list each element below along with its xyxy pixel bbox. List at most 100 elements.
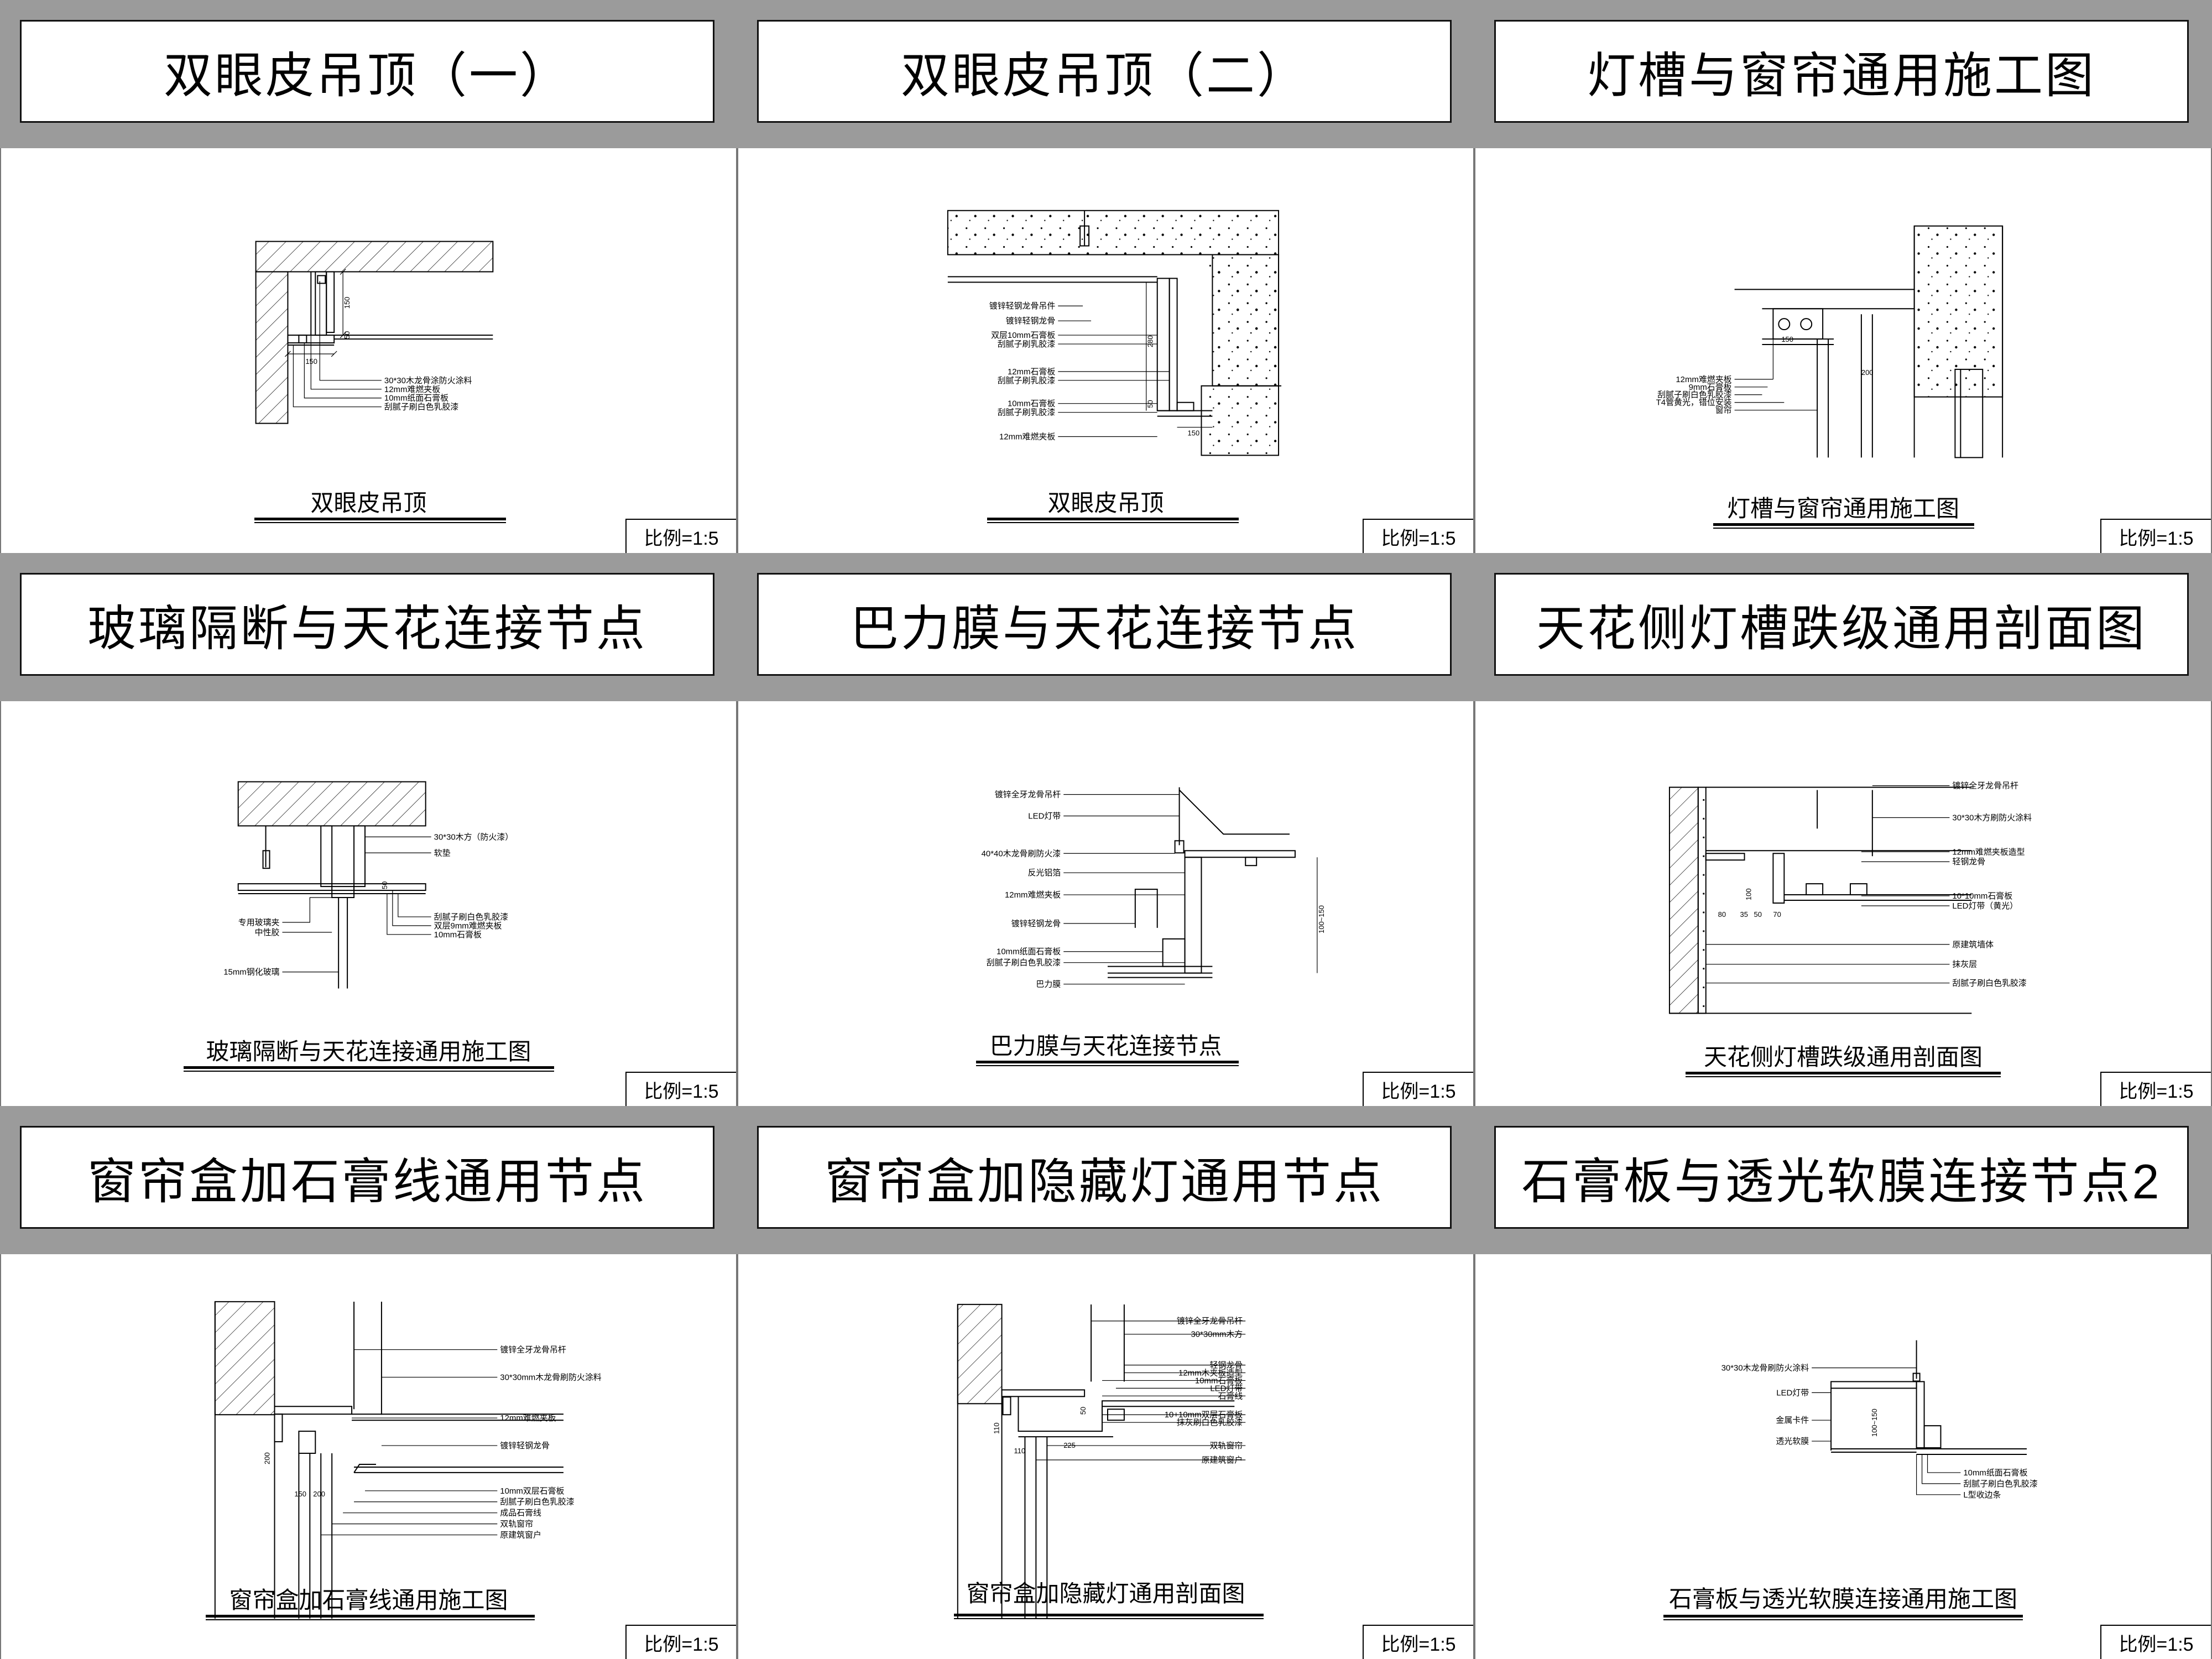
scale-label: 比例=1:5 (625, 1625, 736, 1659)
wall-column (1913, 225, 2004, 458)
note-label: 镀锌轻钢龙骨 (1006, 316, 1056, 326)
note-label: L型收边条 (1963, 1490, 2001, 1500)
ceiling-profile (287, 271, 493, 346)
panel-title: 窗帘盒加石膏线通用节点 (87, 1154, 647, 1209)
drawing-area: 110 110 225 50 镀锌全牙龙骨吊杆 (737, 1254, 1474, 1659)
note-label: 中性胶 (255, 928, 280, 937)
panel-3: 灯槽与窗帘通用施工图 (1474, 0, 2212, 553)
dim-label: 100 (1745, 888, 1753, 900)
panel-title: 灯槽与窗帘通用施工图 (1587, 48, 2096, 103)
note-label: 30*30木方刷防火涂料 (1952, 813, 2032, 822)
ceiling-profile (1107, 787, 1296, 978)
caption-underline (1663, 1619, 2023, 1620)
caption-underline (954, 1614, 1264, 1616)
note-label: LED灯带（黄光） (1952, 901, 2018, 911)
panel-4: 玻璃隔断与天花连接节点 50 (0, 553, 737, 1106)
section-drawing: 50 30*30木方（防火漆） 软垫 专用玻璃夹 中性胶 刮腻子刷白色乳胶漆 双… (223, 781, 513, 989)
ceiling-profile (237, 825, 426, 989)
panel-title-box: 玻璃隔断与天花连接节点 (20, 573, 714, 676)
panel-title: 双眼皮吊顶（一） (163, 48, 571, 103)
note-label: 10mm石膏板 (1195, 1375, 1243, 1385)
panel-9: 石膏板与透光软膜连接节点2 100~150 (1474, 1106, 2212, 1659)
dim-label: 200 (313, 1490, 325, 1498)
section-drawing: 100~150 30*30木龙骨刷防火涂料 LED灯带 金属卡件 透光软膜 10… (1721, 1340, 2038, 1500)
hanger-rod (947, 210, 1157, 283)
caption-underline (206, 1615, 535, 1618)
dim-label: 200 (1861, 368, 1874, 377)
dim-label: 100~150 (1870, 1408, 1879, 1437)
note-label: 12mm难燃夹板 (384, 384, 440, 394)
note-label: 石膏线 (1218, 1391, 1243, 1401)
note-label: 原建筑窗户 (500, 1530, 541, 1540)
wall-section (214, 1301, 275, 1619)
section-drawing: 110 110 225 50 镀锌全牙龙骨吊杆 (957, 1303, 1246, 1619)
note-label: 巴力膜 (1036, 980, 1061, 989)
note-label: 软垫 (434, 848, 451, 858)
dim-label: 150 (1188, 429, 1200, 437)
note-label: 10mm石膏板 (434, 930, 482, 940)
panel-title: 石膏板与透光软膜连接节点2 (1521, 1154, 2162, 1209)
note-label: 成品石膏线 (500, 1509, 541, 1518)
note-label: 12mm难燃夹板 (1005, 890, 1061, 900)
scale-label: 比例=1:5 (1363, 1072, 1473, 1106)
note-label: 镀锌轻钢龙骨 (500, 1441, 550, 1451)
wall-section (1668, 786, 1972, 1014)
note-label: 专用玻璃夹 (238, 918, 280, 927)
note-label: 12mm难燃夹板 (500, 1413, 556, 1423)
note-label: 刮腻子刷白色乳胶漆 (384, 403, 458, 412)
leader-lines (1063, 794, 1185, 985)
note-label: 抹灰刷白色乳胶漆 (1177, 1418, 1243, 1427)
note-label: 刮腻子刷白色乳胶漆 (500, 1498, 574, 1507)
note-label: LED灯带 (1210, 1384, 1243, 1393)
dim-label: 150 (294, 1490, 306, 1498)
caption-underline (976, 1061, 1239, 1063)
leader-lines (1058, 305, 1170, 437)
note-label: 12mm难燃夹板 (1676, 374, 1731, 384)
leader-lines (282, 836, 431, 973)
drawing-area: 100~150 30*30木龙骨刷防火涂料 LED灯带 金属卡件 透光软膜 10… (1474, 1254, 2212, 1659)
dim-label: 200 (263, 1452, 272, 1464)
note-label: 刮腻子刷乳胶漆 (998, 408, 1056, 418)
drawing-caption: 灯槽与窗帘通用施工图 (1726, 495, 1959, 521)
caption-underline (254, 522, 506, 523)
panel-title-box: 双眼皮吊顶（二） (757, 20, 1452, 123)
note-label: 10mm纸面石膏板 (384, 393, 448, 403)
note-label: 反光铝箔 (1027, 868, 1061, 878)
note-label: 镀锌轻钢龙骨 (1011, 919, 1061, 928)
scale-label: 比例=1:5 (1363, 519, 1473, 553)
scale-label: 比例=1:5 (2100, 1625, 2211, 1659)
note-label: 30*30木龙骨涂防火涂料 (384, 376, 472, 385)
panel-8: 窗帘盒加隐藏灯通用节点 (737, 1106, 1474, 1659)
caption-underline (1663, 1615, 2023, 1618)
note-label: LED灯带 (1776, 1388, 1809, 1397)
drawing-area: 50 30*30木方（防火漆） 软垫 专用玻璃夹 中性胶 刮腻子刷白色乳胶漆 双… (0, 701, 737, 1106)
drawing-caption: 窗帘盒加隐藏灯通用剖面图 (966, 1580, 1245, 1606)
note-label: 刮腻子刷乳胶漆 (998, 340, 1056, 349)
note-label: 10mm纸面石膏板 (997, 947, 1061, 957)
scale-label: 比例=1:5 (625, 519, 736, 553)
drawing-caption: 石膏板与透光软膜连接通用施工图 (1668, 1586, 2017, 1612)
dim-label: 50 (1754, 910, 1761, 919)
panel-5: 巴力膜与天花连接节点 (737, 553, 1474, 1106)
panel-title-box: 石膏板与透光软膜连接节点2 (1494, 1126, 2189, 1229)
dimension-lines (285, 269, 346, 357)
caption-underline (206, 1619, 535, 1620)
section-drawing: 100~150 镀锌全牙龙骨吊杆 LED灯带 40*40木龙骨刷防火漆 反光铝箔… (982, 787, 1326, 989)
dim-label: 150 (343, 297, 351, 309)
drawing-area: 150 50 150 30*30木龙骨涂防火涂料 12mm难燃夹板 10mm纸面… (0, 148, 737, 553)
drawing-caption: 双眼皮吊顶 (1047, 490, 1164, 516)
dim-label: 150 (305, 357, 317, 366)
panel-1: 双眼皮吊顶（一） (0, 0, 737, 553)
note-label: 透光软膜 (1776, 1437, 1809, 1446)
note-label: 刮腻子刷白色乳胶漆 (987, 958, 1061, 968)
leader-lines (1734, 339, 1818, 411)
note-label: 刮腻子刷白色乳胶漆 (434, 912, 508, 922)
panel-title-box: 巴力膜与天花连接节点 (757, 573, 1452, 676)
ceiling-profile (1705, 790, 1972, 904)
panel-2: 双眼皮吊顶（二） (737, 0, 1474, 553)
leader-lines (1812, 1367, 1961, 1495)
note-label: 镀锌全牙龙骨吊杆 (1177, 1316, 1243, 1326)
panel-title: 天花侧灯槽跌级通用剖面图 (1536, 601, 2147, 656)
caption-underline (976, 1065, 1239, 1066)
